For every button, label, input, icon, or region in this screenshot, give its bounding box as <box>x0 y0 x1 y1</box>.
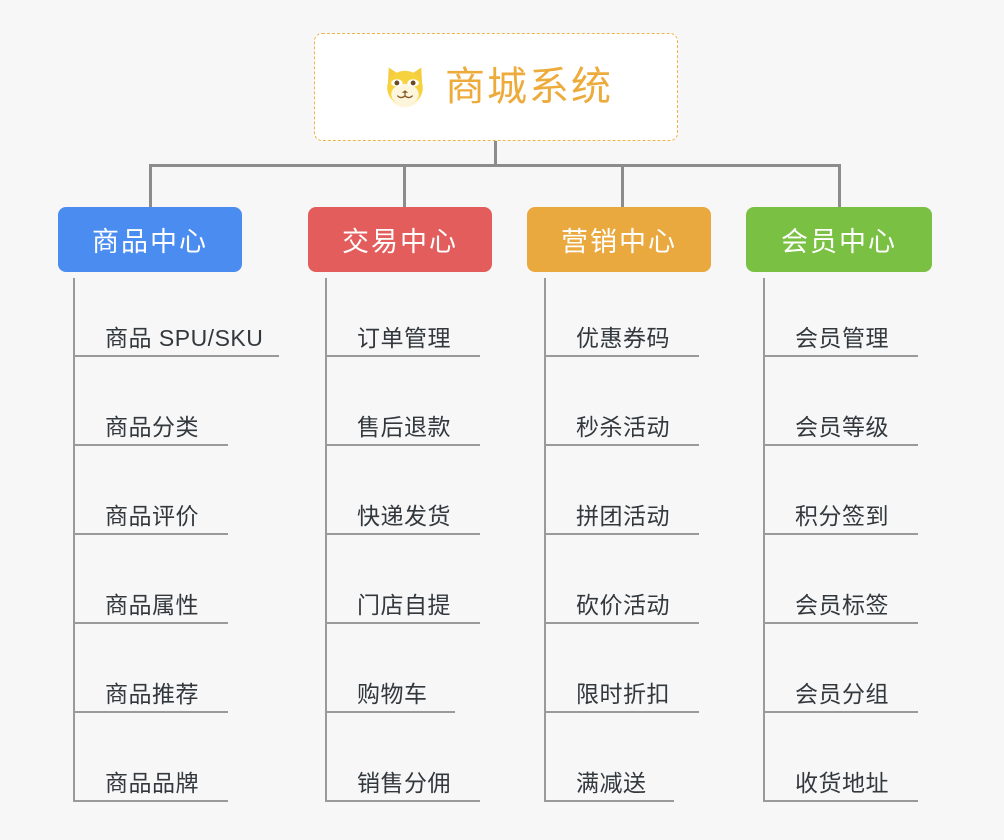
leaf-label: 会员等级 <box>795 414 889 440</box>
leaf-item[interactable]: 收货地址 <box>763 756 918 802</box>
leaf-label: 商品品牌 <box>105 770 199 796</box>
leaf-item[interactable]: 会员分组 <box>763 667 918 713</box>
leaf-item[interactable]: 订单管理 <box>325 311 480 357</box>
category-drop-line <box>621 164 624 209</box>
column-stem-line <box>325 278 327 802</box>
category-drop-line <box>403 164 406 209</box>
leaf-item[interactable]: 销售分佣 <box>325 756 480 802</box>
category-label: 会员中心 <box>781 227 897 257</box>
leaf-label: 售后退款 <box>357 414 451 440</box>
category-box-3[interactable]: 营销中心 <box>527 207 711 272</box>
column-stem-line <box>544 278 546 802</box>
leaf-label: 门店自提 <box>357 592 451 618</box>
leaf-label: 秒杀活动 <box>576 414 670 440</box>
leaf-label: 会员分组 <box>795 681 889 707</box>
leaf-item[interactable]: 积分签到 <box>763 489 918 535</box>
leaf-label: 快递发货 <box>357 503 451 529</box>
leaf-item[interactable]: 限时折扣 <box>544 667 699 713</box>
leaf-item[interactable]: 会员等级 <box>763 400 918 446</box>
leaf-label: 拼团活动 <box>576 503 670 529</box>
leaf-label: 满减送 <box>576 770 647 796</box>
leaf-label: 砍价活动 <box>576 592 670 618</box>
leaf-item[interactable]: 优惠券码 <box>544 311 699 357</box>
category-label: 营销中心 <box>561 227 677 257</box>
leaf-item[interactable]: 会员标签 <box>763 578 918 624</box>
leaf-item[interactable]: 售后退款 <box>325 400 480 446</box>
category-box-2[interactable]: 交易中心 <box>308 207 492 272</box>
leaf-item[interactable]: 商品 SPU/SKU <box>73 311 279 357</box>
category-label: 商品中心 <box>92 227 208 257</box>
root-title: 商城系统 <box>445 65 613 109</box>
leaf-label: 订单管理 <box>357 325 451 351</box>
leaf-item[interactable]: 商品属性 <box>73 578 228 624</box>
category-drop-line <box>838 164 841 209</box>
leaf-label: 商品推荐 <box>105 681 199 707</box>
leaf-item[interactable]: 秒杀活动 <box>544 400 699 446</box>
root-node[interactable]: 商城系统 <box>314 33 678 141</box>
leaf-label: 商品属性 <box>105 592 199 618</box>
category-label: 交易中心 <box>342 227 458 257</box>
horizontal-bus-line <box>149 164 839 167</box>
dog-face-icon <box>387 67 423 108</box>
leaf-label: 会员标签 <box>795 592 889 618</box>
root-stem-line <box>494 141 497 166</box>
leaf-item[interactable]: 商品分类 <box>73 400 228 446</box>
leaf-item[interactable]: 商品推荐 <box>73 667 228 713</box>
leaf-label: 销售分佣 <box>357 770 451 796</box>
category-box-1[interactable]: 商品中心 <box>58 207 242 272</box>
leaf-label: 购物车 <box>357 681 428 707</box>
leaf-label: 商品 SPU/SKU <box>105 325 264 351</box>
leaf-label: 收货地址 <box>795 770 889 796</box>
category-box-4[interactable]: 会员中心 <box>746 207 932 272</box>
leaf-item[interactable]: 拼团活动 <box>544 489 699 535</box>
leaf-item[interactable]: 砍价活动 <box>544 578 699 624</box>
leaf-item[interactable]: 门店自提 <box>325 578 480 624</box>
leaf-label: 会员管理 <box>795 325 889 351</box>
leaf-item[interactable]: 会员管理 <box>763 311 918 357</box>
category-drop-line <box>149 164 152 209</box>
leaf-item[interactable]: 快递发货 <box>325 489 480 535</box>
leaf-label: 商品分类 <box>105 414 199 440</box>
leaf-label: 限时折扣 <box>576 681 670 707</box>
leaf-label: 优惠券码 <box>576 325 670 351</box>
leaf-label: 积分签到 <box>795 503 889 529</box>
leaf-item[interactable]: 购物车 <box>325 667 455 713</box>
column-stem-line <box>73 278 75 802</box>
leaf-item[interactable]: 商品品牌 <box>73 756 228 802</box>
leaf-label: 商品评价 <box>105 503 199 529</box>
leaf-item[interactable]: 商品评价 <box>73 489 228 535</box>
column-stem-line <box>763 278 765 802</box>
leaf-item[interactable]: 满减送 <box>544 756 674 802</box>
